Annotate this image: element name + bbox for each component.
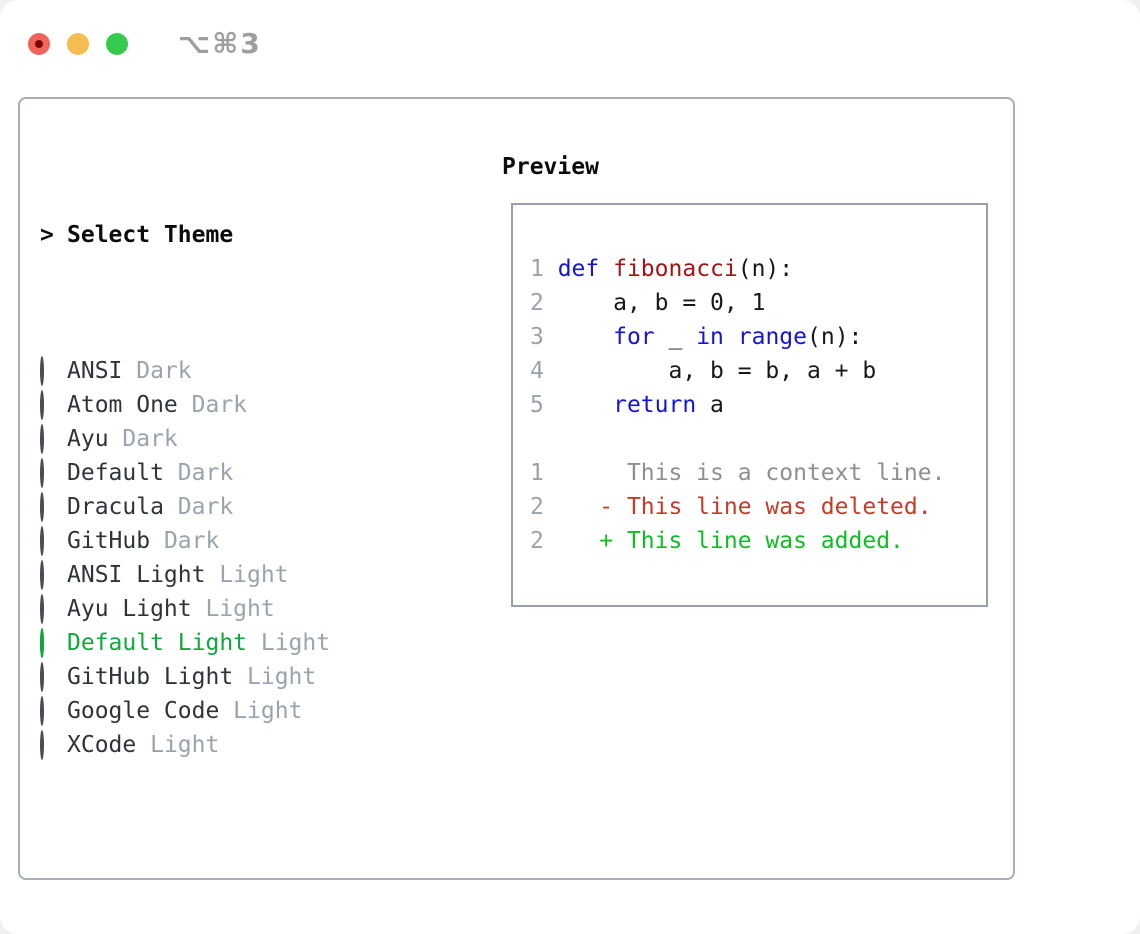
radio-unselected-icon[interactable] xyxy=(40,390,44,420)
preview-title: Preview xyxy=(502,154,599,180)
option-variant-tag: Light xyxy=(191,596,275,622)
spacer-row xyxy=(40,864,428,898)
theme-option[interactable]: Dracula Dark xyxy=(40,490,428,524)
radio-unselected-icon[interactable] xyxy=(40,424,44,454)
code-line: 2 a, b = 0, 1 xyxy=(530,290,766,316)
option-label: Ayu Light xyxy=(67,596,192,622)
option-variant-tag: Light xyxy=(205,562,289,588)
theme-option[interactable]: GitHub Dark xyxy=(40,524,428,558)
option-variant-tag: Light xyxy=(233,664,317,690)
theme-option[interactable]: Default Dark xyxy=(40,456,428,490)
option-label: Google Code xyxy=(67,698,220,724)
option-label: Atom One xyxy=(67,392,178,418)
option-label: Default Light xyxy=(67,630,248,656)
radio-unselected-icon[interactable] xyxy=(40,560,44,590)
option-variant-tag: Light xyxy=(136,732,220,758)
option-label: Default xyxy=(67,460,164,486)
option-variant-tag: Dark xyxy=(177,392,248,418)
theme-option[interactable]: GitHub Light Light xyxy=(40,660,428,694)
theme-option[interactable]: Default Light Light xyxy=(40,626,428,660)
radio-unselected-icon[interactable] xyxy=(40,526,44,556)
selection-cursor-icon: > xyxy=(40,222,54,248)
theme-option[interactable]: ANSI Dark xyxy=(40,354,428,388)
option-label: ANSI xyxy=(67,358,123,384)
code-line: 2 - This line was deleted. xyxy=(530,494,932,520)
option-label: GitHub Light xyxy=(67,664,234,690)
close-button[interactable] xyxy=(28,32,50,55)
select-theme-title: Select Theme xyxy=(67,222,234,248)
theme-option[interactable]: Ayu Light Light xyxy=(40,592,428,626)
code-line: 1 def fibonacci(n): xyxy=(530,256,794,282)
option-variant-tag: Dark xyxy=(163,494,234,520)
theme-option[interactable]: Google Code Light xyxy=(40,694,428,728)
radio-selected-icon[interactable] xyxy=(40,628,44,658)
radio-unselected-icon[interactable] xyxy=(40,594,44,624)
radio-unselected-icon[interactable] xyxy=(40,458,44,488)
option-label: Ayu xyxy=(67,426,109,452)
minimize-button[interactable] xyxy=(67,32,89,55)
code-line: 4 a, b = b, a + b xyxy=(530,358,877,384)
code-preview: 1 def fibonacci(n): 2 a, b = 0, 1 3 for _ … xyxy=(513,205,986,558)
code-line: 3 for _ in range(n): xyxy=(530,324,863,350)
titlebar: ⌥⌘3 xyxy=(28,27,262,60)
code-line xyxy=(530,422,986,456)
code-line: 2 + This line was added. xyxy=(530,528,904,554)
theme-option[interactable]: ANSI Light Light xyxy=(40,558,428,592)
select-theme-header: > Select Theme xyxy=(40,218,428,252)
theme-option[interactable]: Ayu Dark xyxy=(40,422,428,456)
radio-unselected-icon[interactable] xyxy=(40,696,44,726)
option-variant-tag: Dark xyxy=(163,460,234,486)
maximize-button[interactable] xyxy=(106,32,128,55)
option-variant-tag: Dark xyxy=(122,358,192,384)
radio-unselected-icon[interactable] xyxy=(40,730,44,760)
option-label: GitHub xyxy=(67,528,151,554)
option-label: Dracula xyxy=(67,494,164,520)
theme-option[interactable]: XCode Light xyxy=(40,728,428,762)
option-variant-tag: Light xyxy=(219,698,303,724)
option-variant-tag: Dark xyxy=(108,426,178,452)
window-title: ⌥⌘3 xyxy=(178,27,262,60)
radio-unselected-icon[interactable] xyxy=(40,492,44,522)
option-label: ANSI Light xyxy=(67,562,206,588)
radio-unselected-icon[interactable] xyxy=(40,662,44,692)
theme-option[interactable]: Atom One Dark xyxy=(40,388,428,422)
option-variant-tag: Light xyxy=(247,630,331,656)
radio-unselected-icon[interactable] xyxy=(40,356,44,386)
option-label: XCode xyxy=(67,732,137,758)
option-variant-tag: Dark xyxy=(150,528,220,554)
code-line: 5 return a xyxy=(530,392,724,418)
code-line: 1 This is a context line. xyxy=(530,460,946,486)
preview-pane: 1 def fibonacci(n): 2 a, b = 0, 1 3 for _ … xyxy=(511,203,988,607)
close-modified-dot-icon xyxy=(35,39,43,48)
